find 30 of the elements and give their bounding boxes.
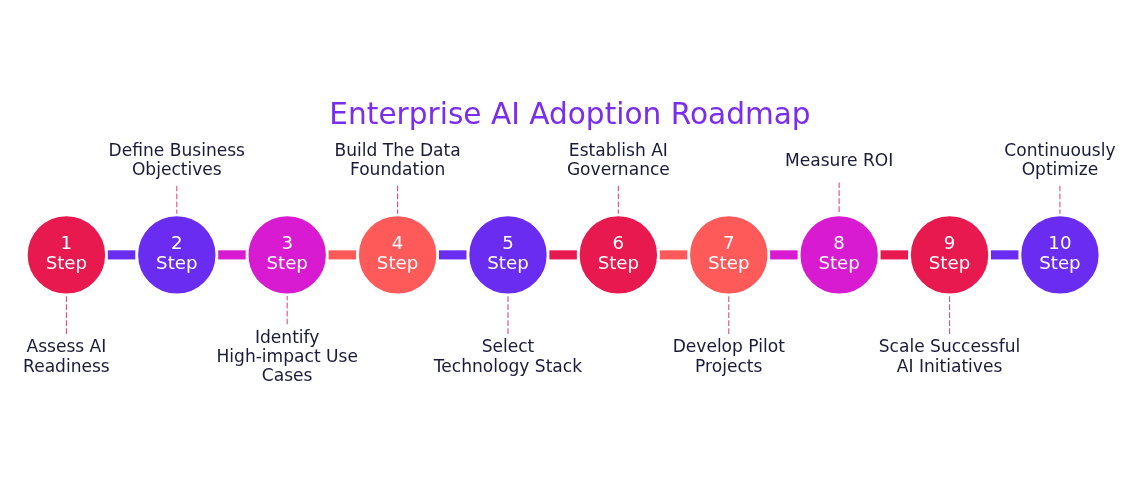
node-text: Assess AI Readiness	[23, 335, 110, 376]
connector	[397, 184, 399, 214]
connector	[549, 249, 577, 259]
connector	[770, 249, 798, 259]
node-text: Identify High-impact Use Cases	[216, 326, 358, 385]
node-text: Continuously Optimize	[1004, 139, 1116, 179]
node-text: Select Technology Stack	[433, 335, 583, 376]
connector	[880, 249, 909, 259]
connector	[659, 249, 688, 259]
node-text: Develop Pilot Projects	[672, 335, 785, 376]
node-text: Scale Successful AI Initiatives	[878, 335, 1021, 376]
connector	[286, 295, 288, 325]
node-text: Establish AI Governance	[566, 139, 670, 179]
connector	[838, 181, 840, 214]
connector	[107, 249, 136, 259]
connector	[990, 249, 1019, 259]
connector	[728, 295, 730, 334]
connector	[507, 295, 509, 334]
node-text: Measure ROI	[785, 149, 894, 170]
connector	[439, 249, 467, 259]
node-text: Define Business Objectives	[108, 139, 245, 179]
connector	[218, 249, 246, 259]
connector	[176, 184, 178, 214]
connector	[65, 295, 67, 334]
diagram-title: Enterprise AI Adoption Roadmap	[329, 96, 811, 131]
connector	[948, 295, 951, 334]
connector	[328, 249, 357, 259]
node-text: Build The Data Foundation	[334, 139, 461, 179]
connector	[617, 184, 619, 214]
connector	[1059, 184, 1061, 214]
